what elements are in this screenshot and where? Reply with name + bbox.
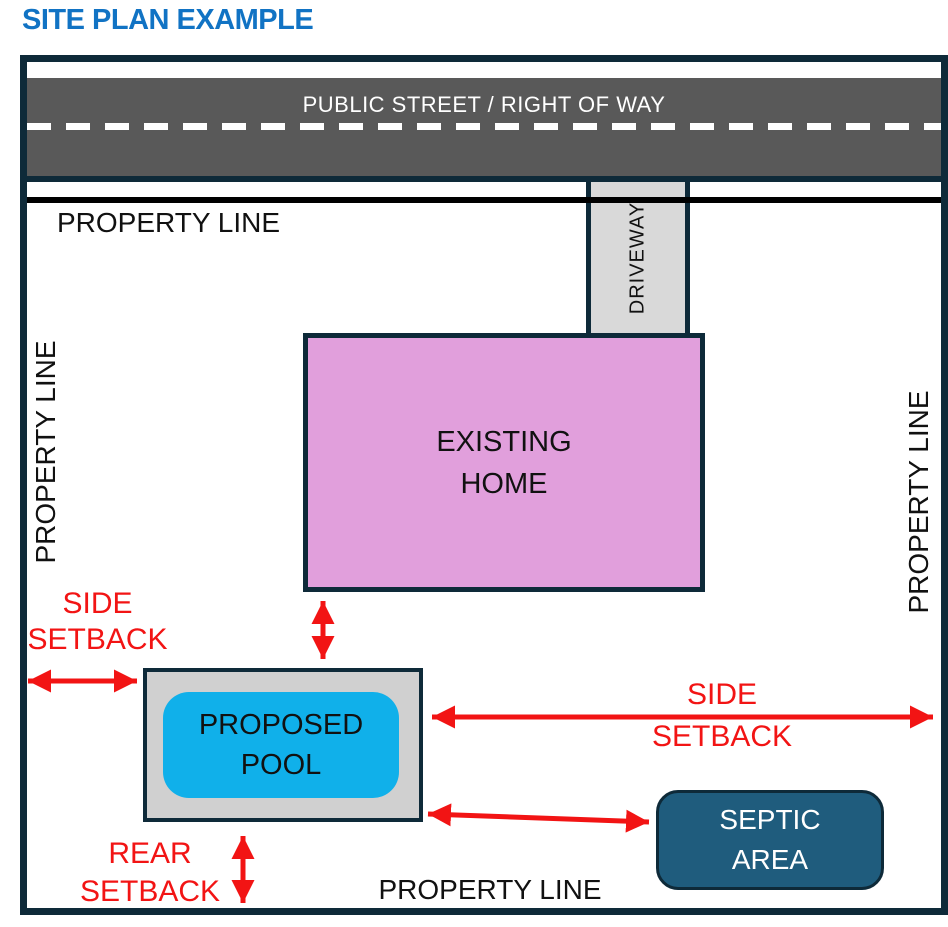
driveway-label: DRIVEWAY (626, 201, 649, 314)
property-line-label-top: PROPERTY LINE (57, 207, 281, 238)
existing-home-label-line1: EXISTING (436, 425, 572, 458)
property-line-label-bottom: PROPERTY LINE (378, 874, 602, 905)
rear-setback-line2: SETBACK (79, 875, 221, 908)
side-setback-left-line2: SETBACK (27, 623, 168, 656)
property-line-label-right: PROPERTY LINE (903, 390, 934, 614)
existing-home: EXISTING HOME (303, 333, 705, 592)
proposed-pool-label-line1: PROPOSED (198, 709, 364, 741)
page-title: SITE PLAN EXAMPLE (22, 4, 314, 36)
proposed-pool-label: PROPOSED POOL (199, 705, 363, 785)
septic-area-label-line1: SEPTIC (719, 804, 821, 835)
proposed-pool: PROPOSED POOL (163, 692, 399, 798)
rear-setback-label: REAR SETBACK (50, 835, 250, 911)
side-setback-left-line1: SIDE (62, 587, 133, 620)
side-setback-label-left: SIDE SETBACK (10, 586, 185, 658)
property-line-label-left: PROPERTY LINE (30, 340, 61, 564)
proposed-pool-label-line2: POOL (240, 749, 322, 781)
public-street-band: PUBLIC STREET / RIGHT OF WAY (27, 78, 941, 182)
existing-home-label: EXISTING HOME (436, 421, 571, 505)
side-setback-right-line2: SETBACK (651, 720, 793, 753)
septic-area-label-line2: AREA (731, 844, 809, 875)
street-centerline (27, 123, 941, 130)
existing-home-label-line2: HOME (460, 467, 548, 500)
side-setback-label-right: SIDE SETBACK (622, 674, 822, 758)
front-property-line (27, 197, 941, 203)
rear-setback-line1: REAR (108, 837, 192, 870)
street-label: PUBLIC STREET / RIGHT OF WAY (302, 92, 666, 117)
septic-area-label: SEPTIC AREA (719, 800, 820, 880)
septic-area: SEPTIC AREA (656, 790, 884, 890)
side-setback-right-line1: SIDE (686, 678, 758, 711)
driveway: DRIVEWAY (586, 182, 690, 333)
proposed-pool-deck: PROPOSED POOL (143, 668, 423, 822)
